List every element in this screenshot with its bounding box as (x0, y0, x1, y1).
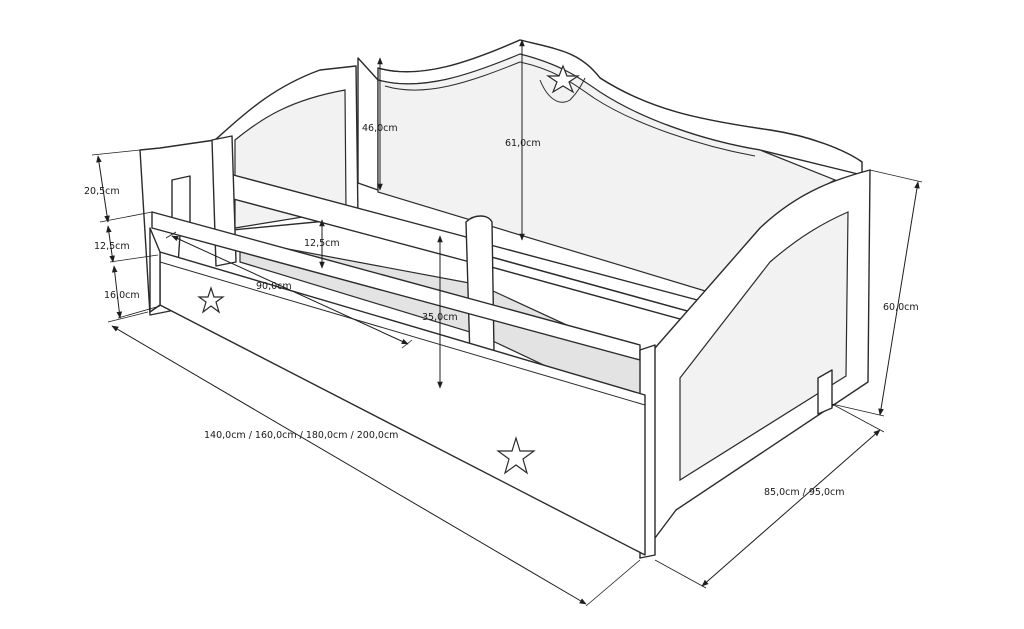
headrest-star-icon (546, 64, 580, 94)
label-side-top-height: 20,5cm (84, 186, 120, 197)
label-depth-options: 85,0cm / 95,0cm (764, 487, 845, 498)
label-length-options: 140,0cm / 160,0cm / 180,0cm / 200,0cm (204, 430, 398, 441)
dimension-labels: 46,0cm 61,0cm 20,5cm 12,5cm 12,5cm 16,0c… (84, 123, 919, 498)
backrest (357, 39, 863, 301)
label-mattress-height: 35,0cm (422, 312, 458, 323)
label-headrest-inner-height: 46,0cm (362, 123, 398, 134)
label-front-gap-height: 12,5cm (304, 238, 340, 249)
label-drawer-height: 16,0cm (104, 290, 140, 301)
label-total-height: 60,0cm (883, 302, 919, 313)
label-rail-height: 12,5cm (94, 241, 130, 252)
label-headrest-total-height: 61,0cm (505, 138, 541, 149)
label-opening-width: 90,0cm (256, 281, 292, 292)
headrest-crest (539, 77, 586, 103)
dimension-lines (91, 39, 923, 607)
